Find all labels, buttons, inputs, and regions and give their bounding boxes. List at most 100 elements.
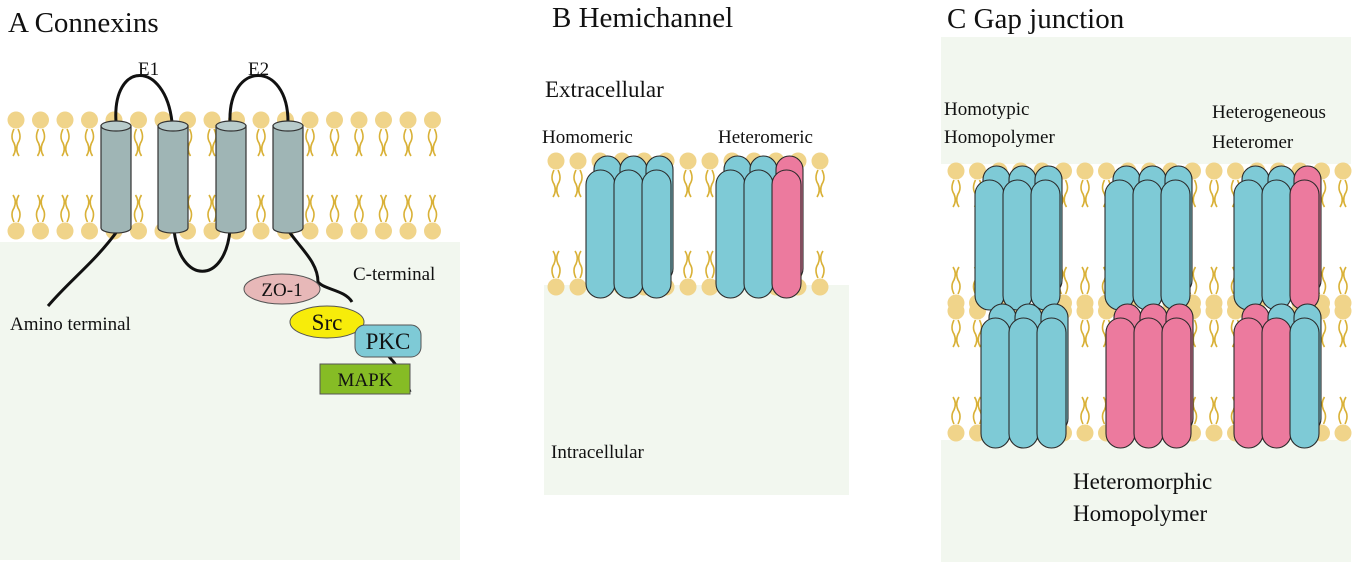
connexin-subunit: [1289, 179, 1320, 311]
lipid-molecule: [80, 194, 99, 241]
homotypic-label-1: Homotypic: [944, 99, 1030, 120]
connexin-subunit: [1008, 317, 1039, 449]
connexin-chain: [46, 74, 412, 393]
lipid-molecule: [810, 250, 830, 297]
panel-b-hemichannels: [585, 155, 804, 299]
lipid-molecule: [1204, 161, 1224, 208]
connexin-subunit: [1160, 179, 1191, 311]
connexin-subunit: [585, 169, 616, 299]
lipid-molecule: [325, 194, 344, 241]
lipid-molecule: [946, 301, 966, 348]
lipid-molecule: [31, 110, 50, 157]
pkc-label: PKC: [366, 329, 411, 354]
lipid-molecule: [398, 194, 418, 241]
lipid-molecule: [546, 250, 566, 297]
lipid-molecule: [55, 110, 75, 157]
lipid-molecule: [251, 194, 271, 241]
panel-b-intracellular-bg: [544, 285, 849, 495]
heteromorphic-label-1: Heteromorphic: [1073, 469, 1212, 494]
lipid-molecule: [349, 110, 369, 157]
connexin-subunit: [980, 317, 1011, 449]
connexon: [974, 165, 1063, 311]
lipid-molecule: [568, 250, 588, 297]
connexin-subunit: [1133, 317, 1164, 449]
heteromorphic-label-2: Homopolymer: [1073, 501, 1207, 526]
homomeric-label: Homomeric: [542, 127, 633, 148]
connexin-subunit: [1104, 179, 1135, 311]
panel-c-extracellular-bg: [941, 37, 1351, 164]
lipid-molecule: [678, 151, 698, 198]
loop-e2-label: E2: [248, 59, 269, 80]
panel-a-intracellular-bg: [0, 242, 460, 560]
lipid-molecule: [1333, 396, 1353, 443]
connexon: [1233, 165, 1322, 311]
connexin-subunit: [1132, 179, 1163, 311]
lipid-molecule: [1204, 396, 1224, 443]
pkc-protein: PKC: [354, 324, 422, 358]
mapk-protein: MAPK: [319, 363, 411, 395]
connexin-subunit: [1233, 179, 1264, 311]
lipid-molecule: [1075, 301, 1095, 348]
lipid-molecule: [6, 110, 26, 157]
zo1-label: ZO-1: [261, 280, 302, 301]
connexon: [1105, 303, 1194, 449]
lipid-molecule: [568, 151, 588, 198]
transmembrane-helices: [100, 120, 304, 234]
connexin-subunit: [771, 169, 802, 299]
lipid-molecule: [31, 194, 50, 241]
mapk-label: MAPK: [338, 370, 393, 391]
connexin-subunit: [743, 169, 774, 299]
connexin-subunit: [1261, 179, 1292, 311]
panel-b: B Hemichannel Extracellular Homomeric He…: [542, 2, 849, 495]
connexin-subunit: [1289, 317, 1320, 449]
connexin-subunit: [1261, 317, 1292, 449]
connexin-subunit: [1161, 317, 1192, 449]
connexin-subunit: [974, 179, 1005, 311]
connexon: [980, 303, 1069, 449]
src-protein: Src: [289, 305, 365, 339]
lipid-molecule: [300, 110, 320, 157]
c-terminal-label: C-terminal: [353, 264, 435, 285]
extracellular-label: Extracellular: [545, 77, 664, 102]
panel-c-title: C Gap junction: [947, 3, 1125, 35]
lipid-molecule: [1333, 161, 1353, 208]
lipid-molecule: [946, 161, 966, 208]
panel-a-title: A Connexins: [8, 7, 159, 39]
lipid-molecule: [80, 110, 99, 157]
lipid-molecule: [251, 110, 271, 157]
lipid-molecule: [6, 194, 26, 241]
lipid-molecule: [1075, 161, 1095, 208]
lipid-molecule: [423, 194, 442, 241]
connexin-subunit: [641, 169, 672, 299]
amino-terminal-label: Amino terminal: [10, 314, 131, 335]
lipid-molecule: [423, 110, 442, 157]
lipid-molecule: [300, 194, 320, 241]
lipid-molecule: [946, 396, 966, 443]
lipid-molecule: [374, 194, 393, 241]
lipid-molecule: [129, 110, 148, 157]
homotypic-label-2: Homopolymer: [944, 127, 1055, 148]
panel-c-gap-junctions: [974, 165, 1322, 449]
lipid-molecule: [1333, 301, 1353, 348]
connexon: [1104, 165, 1193, 311]
heteromeric-label: Heteromeric: [718, 127, 813, 148]
heterogeneous-label-2: Heteromer: [1212, 132, 1294, 153]
connexin-subunit: [1233, 317, 1264, 449]
lipid-molecule: [129, 194, 148, 241]
connexon: [585, 155, 674, 299]
connexin-subunit: [715, 169, 746, 299]
lipid-molecule: [325, 110, 344, 157]
lipid-molecule: [1075, 396, 1095, 443]
src-label: Src: [312, 310, 343, 335]
connexin-subunit: [1036, 317, 1067, 449]
panel-c: C Gap junction Homotypic Homopolymer Het…: [941, 3, 1353, 562]
loop-e1-label: E1: [138, 59, 159, 80]
lipid-molecule: [810, 151, 830, 198]
lipid-molecule: [398, 110, 418, 157]
panel-b-title: B Hemichannel: [552, 2, 733, 34]
panel-c-lower-bg: [941, 440, 1351, 562]
connexin-subunit: [1030, 179, 1061, 311]
lipid-molecule: [678, 250, 698, 297]
zo1-protein: ZO-1: [243, 273, 321, 305]
